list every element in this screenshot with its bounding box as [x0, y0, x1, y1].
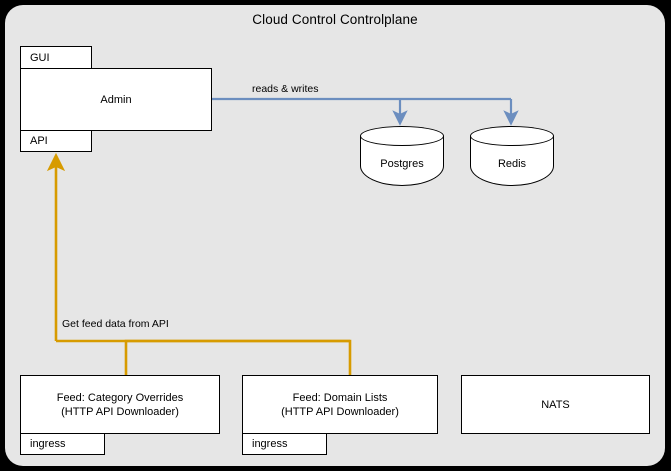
cylinder-top-ellipse	[470, 126, 554, 146]
feed-domain-line1: Feed: Domain Lists	[292, 391, 388, 404]
admin-gui-tab[interactable]: GUI	[20, 46, 92, 69]
feed-domain-line2: (HTTP API Downloader)	[281, 405, 399, 418]
node-feed-category-overrides[interactable]: Feed: Category Overrides (HTTP API Downl…	[20, 375, 220, 434]
edge-label-reads-writes: reads & writes	[252, 83, 319, 95]
node-redis-label: Redis	[497, 158, 527, 170]
node-feed-domain-lists-text: Feed: Domain Lists (HTTP API Downloader)	[281, 391, 399, 419]
edge-label-get-feed-data: Get feed data from API	[62, 318, 169, 330]
node-postgres[interactable]: Postgres	[360, 126, 444, 188]
node-admin[interactable]: Admin	[20, 68, 212, 131]
node-feed-category-overrides-text: Feed: Category Overrides (HTTP API Downl…	[57, 391, 184, 419]
node-nats[interactable]: NATS	[461, 375, 650, 434]
node-redis[interactable]: Redis	[470, 126, 554, 188]
node-postgres-label: Postgres	[380, 158, 424, 170]
cylinder-top-ellipse	[360, 126, 444, 146]
controlplane-title: Cloud Control Controlplane	[252, 12, 418, 27]
feed-category-ingress-tab[interactable]: ingress	[20, 433, 105, 455]
feed-category-line1: Feed: Category Overrides	[56, 391, 184, 404]
node-feed-domain-lists[interactable]: Feed: Domain Lists (HTTP API Downloader)	[242, 375, 438, 434]
feed-category-line2: (HTTP API Downloader)	[61, 405, 179, 418]
admin-api-tab[interactable]: API	[20, 130, 92, 152]
feed-domain-ingress-tab[interactable]: ingress	[242, 433, 327, 455]
